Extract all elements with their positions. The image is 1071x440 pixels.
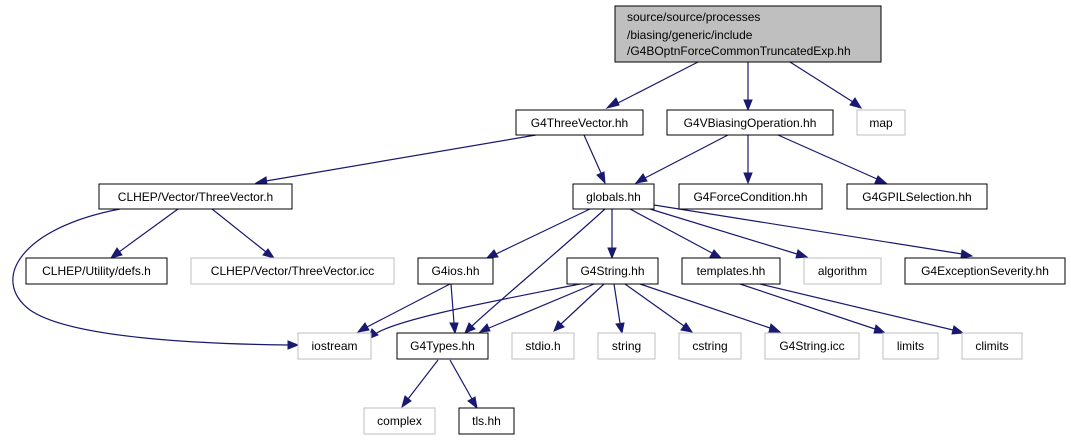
node-g4vbiasingoperation[interactable]: G4VBiasingOperation.hh bbox=[666, 109, 834, 136]
node-label: climits bbox=[975, 339, 1008, 353]
node-label: templates.hh bbox=[697, 264, 766, 278]
edge-globals-g4exceptionseverity bbox=[653, 204, 963, 255]
root-file-path-line1: source/source/processes bbox=[627, 10, 760, 24]
node-algorithm[interactable]: algorithm bbox=[803, 257, 882, 285]
node-clhep-threevector-icc[interactable]: CLHEP/Vector/ThreeVector.icc bbox=[190, 257, 395, 285]
node-label: G4ios.hh bbox=[431, 264, 479, 278]
edge-g4string-cstring bbox=[624, 283, 685, 327]
edge-g4ios-g4types bbox=[450, 283, 455, 324]
node-label: CLHEP/Vector/ThreeVector.icc bbox=[211, 264, 374, 278]
node-limits[interactable]: limits bbox=[882, 332, 939, 360]
node-templates[interactable]: templates.hh bbox=[681, 257, 781, 285]
node-g4string[interactable]: G4String.hh bbox=[566, 257, 659, 285]
edge-root-g4threevector bbox=[615, 61, 699, 105]
node-complex[interactable]: complex bbox=[363, 407, 436, 435]
node-label: tls.hh bbox=[472, 414, 501, 428]
node-clhep-threevector-h[interactable]: CLHEP/Vector/ThreeVector.h bbox=[98, 183, 293, 210]
node-label: G4GPILSelection.hh bbox=[862, 190, 971, 204]
root-file-path-line2: /biasing/generic/include bbox=[627, 28, 753, 42]
node-label: G4ThreeVector.hh bbox=[531, 116, 628, 130]
root-file-path-line3: /G4BOptnForceCommonTruncatedExp.hh bbox=[627, 44, 851, 58]
edge-clhepthreevector-iostream bbox=[12, 208, 289, 346]
node-label: CLHEP/Vector/ThreeVector.h bbox=[118, 190, 273, 204]
node-label: iostream bbox=[311, 339, 357, 353]
node-clhep-defs[interactable]: CLHEP/Utility/defs.h bbox=[25, 257, 168, 285]
node-g4types[interactable]: G4Types.hh bbox=[396, 332, 489, 360]
node-label: cstring bbox=[692, 339, 727, 353]
edge-clhepthreevector-icc bbox=[211, 208, 267, 253]
edge-g4string-g4stringicc bbox=[639, 283, 771, 329]
node-tls[interactable]: tls.hh bbox=[458, 407, 515, 435]
node-root-file[interactable]: source/source/processes /biasing/generic… bbox=[614, 5, 882, 63]
edge-g4threevector-clhepthreevector bbox=[265, 134, 537, 182]
edge-clhepthreevector-defs bbox=[118, 208, 179, 253]
node-climits[interactable]: climits bbox=[961, 332, 1023, 360]
node-g4string-icc[interactable]: G4String.icc bbox=[764, 332, 860, 360]
edge-g4types-tls bbox=[449, 359, 473, 400]
node-label: CLHEP/Utility/defs.h bbox=[42, 264, 151, 278]
edge-root-map bbox=[789, 61, 854, 103]
node-label: algorithm bbox=[818, 264, 867, 278]
edge-templates-limits bbox=[739, 283, 876, 330]
node-globals[interactable]: globals.hh bbox=[572, 183, 655, 210]
node-label: stdio.h bbox=[525, 339, 560, 353]
node-label: complex bbox=[377, 414, 422, 428]
node-map[interactable]: map bbox=[856, 109, 906, 136]
node-label: globals.hh bbox=[586, 190, 641, 204]
node-g4threevector[interactable]: G4ThreeVector.hh bbox=[515, 109, 644, 136]
edge-g4types-complex bbox=[407, 359, 439, 400]
node-iostream[interactable]: iostream bbox=[297, 332, 372, 360]
edge-globals-algorithm bbox=[649, 208, 798, 255]
node-g4ios[interactable]: G4ios.hh bbox=[417, 257, 494, 285]
nodes: source/source/processes /biasing/generic… bbox=[25, 5, 1066, 435]
edge-globals-templates bbox=[629, 208, 713, 254]
node-label: G4ExceptionSeverity.hh bbox=[921, 264, 1049, 278]
edge-globals-g4ios bbox=[495, 208, 591, 255]
node-g4forcecondition[interactable]: G4ForceCondition.hh bbox=[678, 183, 823, 210]
edge-g4string-g4types bbox=[488, 283, 595, 329]
edge-g4string-string bbox=[613, 283, 621, 324]
edge-g4string-iostream bbox=[374, 283, 581, 335]
node-stdio[interactable]: stdio.h bbox=[511, 332, 575, 360]
edge-g4ios-iostream bbox=[366, 283, 451, 328]
node-string[interactable]: string bbox=[597, 332, 656, 360]
node-label: G4String.icc bbox=[779, 339, 844, 353]
edge-g4vbiasingoperation-g4gpilselection bbox=[777, 134, 878, 180]
node-label: G4VBiasingOperation.hh bbox=[684, 116, 817, 130]
node-cstring[interactable]: cstring bbox=[678, 332, 742, 360]
edge-g4string-stdio bbox=[560, 283, 605, 325]
node-label: G4Types.hh bbox=[410, 339, 475, 353]
node-label: string bbox=[612, 339, 641, 353]
node-g4gpilselection[interactable]: G4GPILSelection.hh bbox=[846, 183, 988, 210]
edge-g4threevector-globals bbox=[583, 134, 602, 174]
node-g4exceptionseverity[interactable]: G4ExceptionSeverity.hh bbox=[904, 257, 1066, 285]
node-label: limits bbox=[897, 339, 924, 353]
edge-globals-g4types bbox=[471, 208, 606, 327]
edge-g4vbiasingoperation-globals bbox=[644, 134, 729, 179]
edge-templates-climits bbox=[759, 283, 954, 331]
node-label: map bbox=[869, 116, 893, 130]
node-label: G4String.hh bbox=[580, 264, 644, 278]
node-label: G4ForceCondition.hh bbox=[693, 190, 807, 204]
